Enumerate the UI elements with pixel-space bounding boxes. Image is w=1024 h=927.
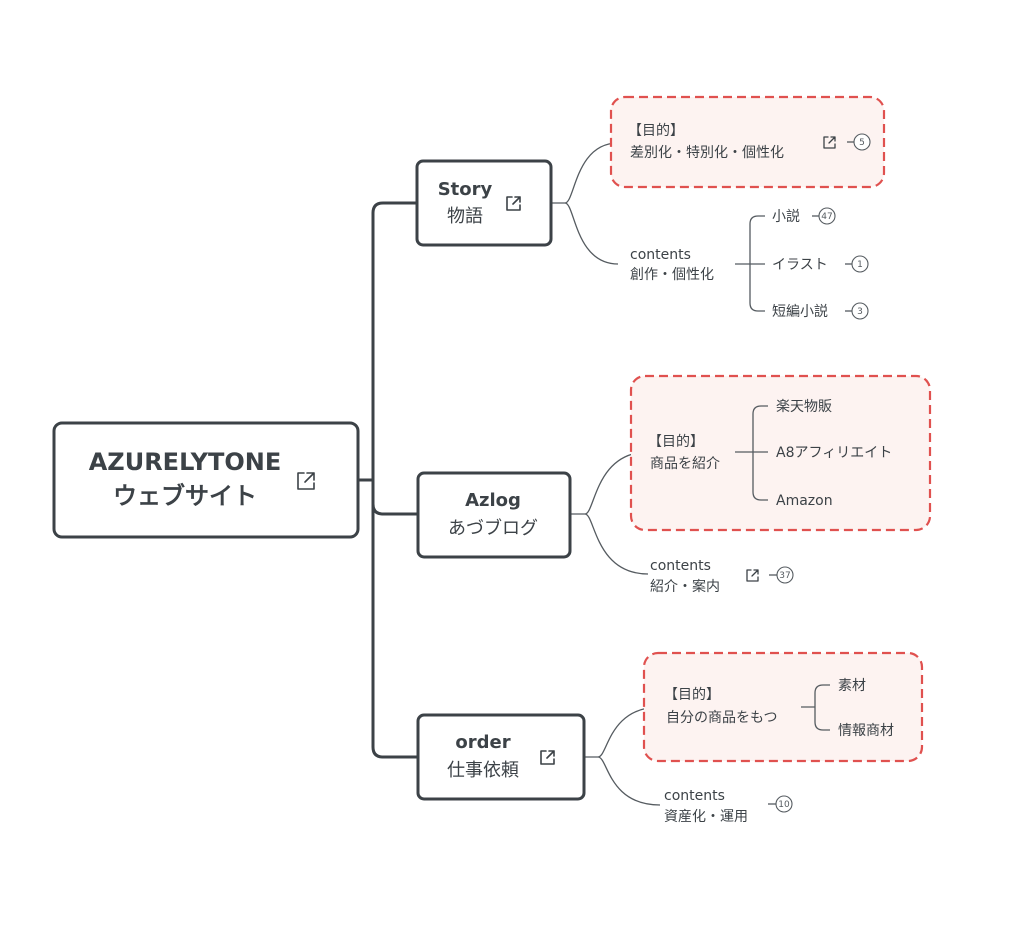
order-node[interactable]: order 仕事依頼 [416,713,586,801]
story-subtitle: 物語 [447,206,483,227]
item-label: Amazon [776,493,833,509]
list-item[interactable]: 短編小説 3 [772,302,869,320]
root-connector [358,201,418,759]
external-link-icon[interactable] [746,569,759,582]
root-node[interactable]: AZURELYTONE ウェブサイト [52,421,360,539]
external-link-icon[interactable] [823,136,836,149]
order-connector [584,706,661,806]
azlog-title: Azlog [465,490,521,511]
purpose-text: 差別化・特別化・個性化 [630,145,784,161]
story-purpose-group: 【目的】 差別化・特別化・個性化 5 [609,95,886,189]
list-item[interactable]: イラスト 1 [772,255,869,273]
story-title: Story [438,179,493,200]
order-title: order [455,732,510,753]
count-badge-text: 5 [859,138,865,148]
count-badge-text: 3 [857,307,863,317]
story-node[interactable]: Story 物語 [415,159,553,247]
root-subtitle: ウェブサイト [113,482,257,510]
contents-text: 紹介・案内 [650,578,720,595]
count-badge-text: 47 [821,212,832,222]
contents-text: 資産化・運用 [664,809,748,825]
count-badge [853,133,871,151]
count-badge [818,207,836,225]
count-badge [851,302,869,320]
item-label: 情報商材 [838,723,894,739]
item-label: イラスト [772,257,828,273]
item-label: A8アフィリエイト [776,445,892,461]
external-link-icon[interactable] [506,196,521,211]
story-connector [551,142,619,265]
contents-heading: contents [630,247,691,263]
purpose-text: 商品を紹介 [650,456,720,472]
item-label: 短編小説 [772,304,828,320]
list-item[interactable]: 小説 47 [772,207,836,225]
count-badge [851,255,869,273]
count-badge-text: 10 [778,800,790,810]
external-link-icon[interactable] [297,472,315,490]
item-label: 楽天物販 [776,399,832,415]
order-subtitle: 仕事依頼 [447,760,519,781]
azlog-purpose-group: 【目的】 商品を紹介 楽天物販 A8アフィリエイト Amazon [629,374,932,532]
purpose-text: 自分の商品をもつ [666,710,777,726]
contents-text: 創作・個性化 [630,267,714,283]
count-badge [776,566,794,584]
contents-heading: contents [664,788,725,804]
item-label: 小説 [772,209,800,225]
count-badge [775,795,793,813]
azlog-connector [570,451,649,575]
purpose-heading: 【目的】 [664,687,720,703]
purpose-heading: 【目的】 [648,434,704,450]
azlog-node[interactable]: Azlog あづブログ [416,471,572,559]
contents-heading: contents [650,558,711,574]
count-badge-text: 37 [779,571,790,581]
purpose-heading: 【目的】 [628,123,684,139]
count-badge-text: 1 [857,260,863,270]
order-purpose-group: 【目的】 自分の商品をもつ 素材 情報商材 [642,651,924,763]
story-contents-bracket [735,215,765,312]
azlog-subtitle: あづブログ [448,517,538,539]
root-title: AZURELYTONE [89,448,282,476]
item-label: 素材 [838,678,866,694]
external-link-icon[interactable] [540,750,555,765]
